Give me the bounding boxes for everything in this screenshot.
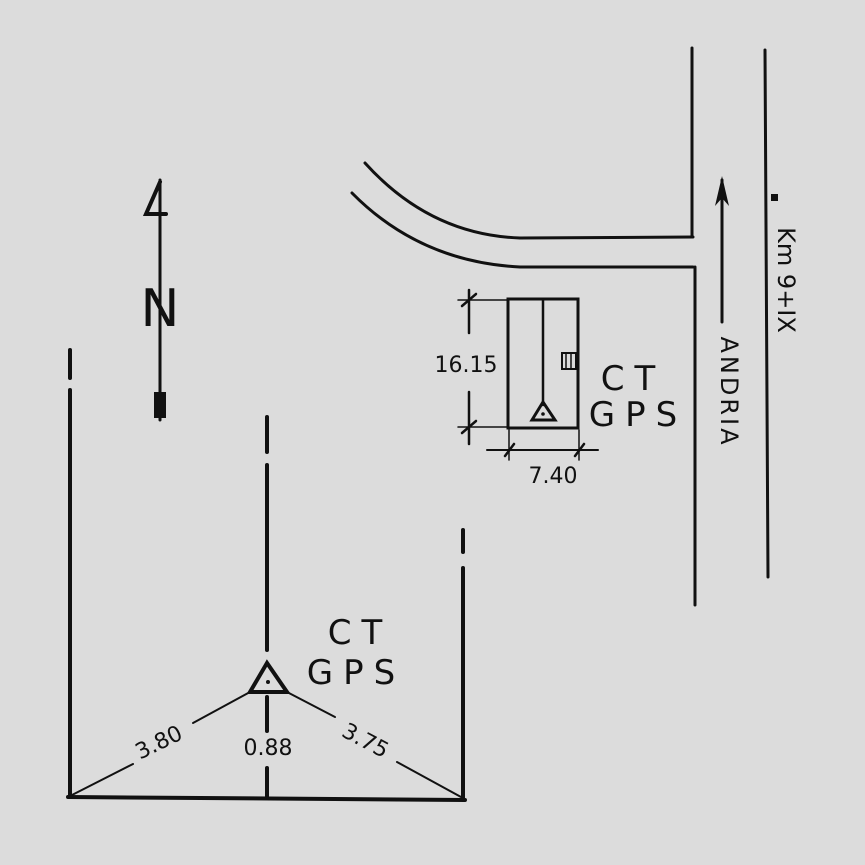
detail-label-ct: CT: [328, 613, 393, 653]
height-dimension: [457, 288, 509, 446]
detail-distance-lines: [71, 691, 462, 798]
building-height-label: 16.15: [435, 353, 498, 378]
width-dimension: [486, 429, 599, 461]
road-edges: [350, 46, 770, 607]
road-name: ANDRIA: [715, 336, 743, 447]
building-width-label: 7.40: [529, 464, 578, 489]
building-label-ct: CT: [601, 359, 666, 399]
north-arrow-icon: N: [141, 178, 180, 422]
detail-right-distance: 3.75: [338, 719, 393, 764]
detail-left-distance: 3.80: [132, 721, 187, 765]
detail-label-gps: GPS: [307, 653, 405, 693]
triangle-benchmark-icon: [529, 399, 558, 422]
km-marker-dot: [771, 194, 778, 201]
direction-arrow-icon: [715, 176, 729, 324]
detail-center-distance: 0.88: [244, 736, 293, 761]
km-marker-label: Km 9+IX: [772, 227, 800, 333]
building-label-gps: GPS: [589, 395, 687, 435]
building-footprint: [506, 297, 580, 430]
triangle-benchmark-icon: [246, 659, 291, 694]
north-letter: N: [141, 279, 180, 339]
